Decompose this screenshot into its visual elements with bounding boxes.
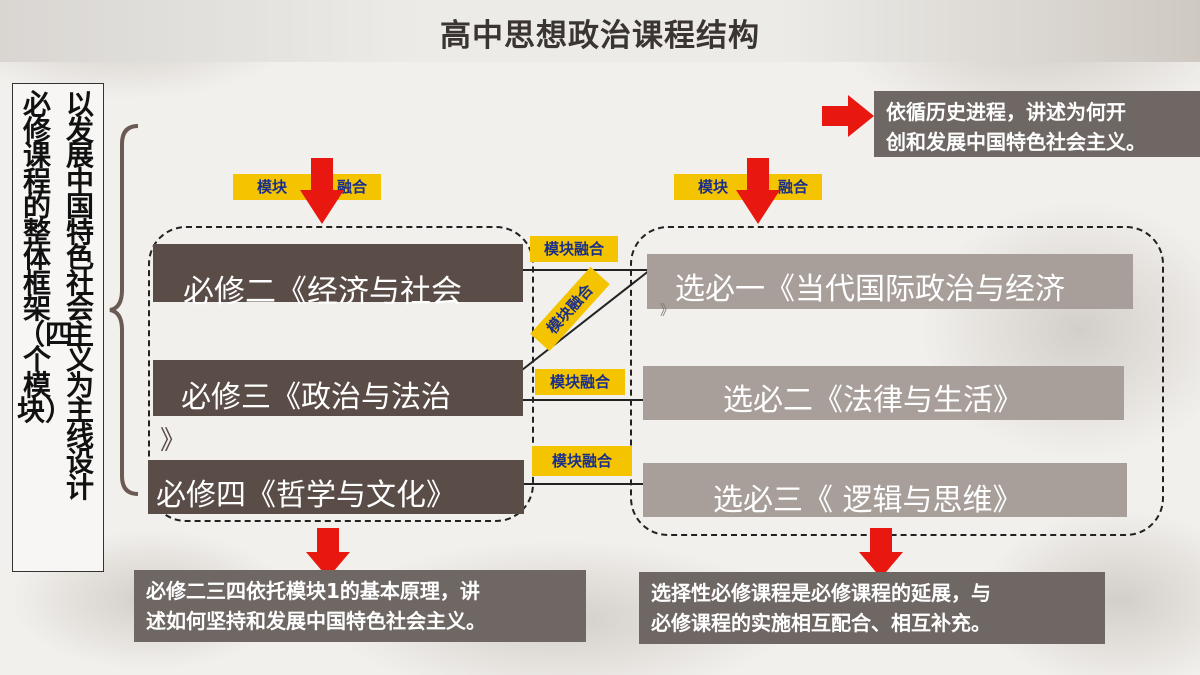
callout-elective-line-1: 选择性必修课程是必修课程的延展，与 [651, 581, 991, 605]
elective-module-1-label: 选必一《当代国际政治与经济 [675, 272, 1065, 307]
compulsory-module-4-label: 必修四《哲学与文化》 [156, 478, 456, 513]
module-fusion-link-1: 模块融合 [530, 236, 618, 262]
header-band [0, 0, 1200, 62]
down-arrow-icon [736, 158, 780, 224]
compulsory-module-3-label: 必修三《政治与法治 [181, 380, 451, 415]
compulsory-group-border [148, 226, 534, 522]
elective-module-2: 选必二《法律与生活》 [643, 366, 1124, 420]
compulsory-module-2: 必修二《经济与社会 [153, 244, 523, 310]
elective-module-3: 选必三《 逻辑与思维》 [643, 463, 1127, 518]
elective-module-3-label: 选必三《 逻辑与思维》 [713, 483, 1023, 518]
tag-text-module: 模块 [257, 178, 288, 196]
callout-elective-line-2: 必修课程的实施相互配合、相互补充。 [651, 611, 991, 635]
module-fusion-tag-top-left: 模块 融合 [233, 174, 381, 200]
compulsory-module-3: 必修三《政治与法治 [153, 360, 523, 416]
tag-text-module: 模块 [698, 178, 729, 196]
framework-vertical-box: 以发展中国特色社会主义为主线设计 必修课程的整体框架（四个模块） [12, 83, 104, 572]
elective-group-border [630, 226, 1164, 536]
elective-module-2-label: 选必二《法律与生活》 [723, 383, 1023, 418]
vertical-text-main-line: 以发展中国特色社会主义为主线设计 [65, 88, 94, 504]
connector-lines [520, 269, 651, 485]
elective-module-1: 选必一《当代国际政治与经济 [647, 254, 1133, 309]
right-arrow-icon [822, 95, 874, 137]
tag-text-fusion: 融合 [337, 178, 368, 196]
compulsory-module-4: 必修四《哲学与文化》 [148, 460, 524, 514]
callout-history-line-2: 创和发展中国特色社会主义。 [886, 130, 1146, 154]
vertical-text-framework: 必修课程的整体框架（四个模块） [17, 88, 74, 427]
callout-history: 依循历史进程，讲述为何开 创和发展中国特色社会主义。 [874, 91, 1200, 157]
down-arrow-icon [300, 158, 344, 224]
down-arrow-icon [859, 528, 903, 578]
curly-brace-icon [109, 124, 139, 496]
callout-compulsory: 必修二三四依托模块1的基本原理，讲 述如何坚持和发展中国特色社会主义。 [134, 570, 586, 642]
compulsory-module-2-label: 必修二《经济与社会 [183, 274, 462, 310]
tag-text-fusion: 融合 [778, 178, 809, 196]
page-title: 高中思想政治课程结构 [440, 18, 760, 54]
callout-compulsory-line-1: 必修二三四依托模块1的基本原理，讲 [146, 579, 480, 603]
callout-elective: 选择性必修课程是必修课程的延展，与 必修课程的实施相互配合、相互补充。 [639, 572, 1105, 644]
module-fusion-link-3: 模块融合 [535, 369, 625, 395]
callout-history-line-1: 依循历史进程，讲述为何开 [886, 100, 1126, 124]
down-arrow-icon [306, 528, 350, 578]
elective-overflow-bracket: 》 [660, 303, 674, 319]
compulsory-overflow-bracket: 》 [160, 426, 187, 456]
callout-compulsory-line-2: 述如何坚持和发展中国特色社会主义。 [146, 609, 486, 633]
module-fusion-link-4: 模块融合 [532, 446, 632, 476]
